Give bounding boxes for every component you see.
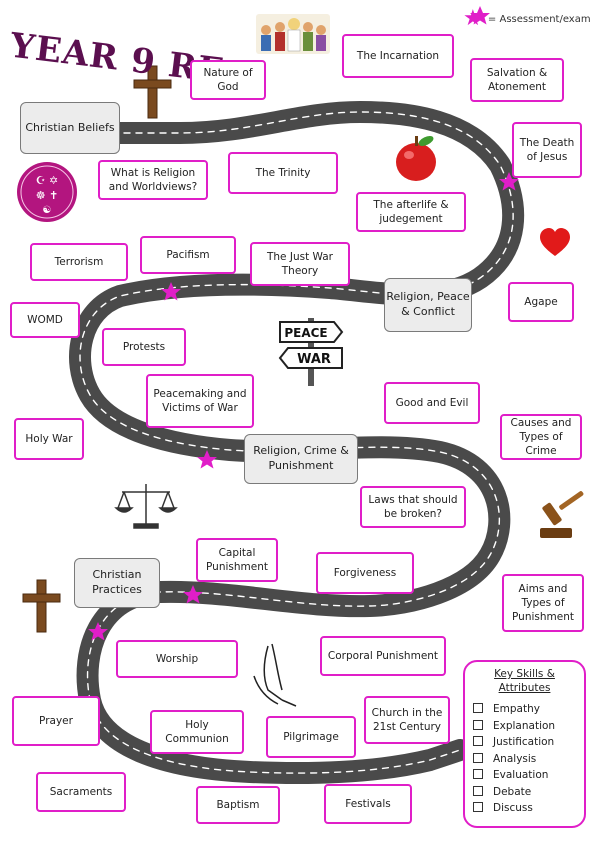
topic-afterlife: The afterlife & judegement <box>356 192 466 232</box>
key-skill-item[interactable]: Discuss <box>473 800 576 817</box>
heart-icon <box>540 228 570 256</box>
topic-baptism: Baptism <box>196 786 280 824</box>
topic-nature-of-god: Nature of God <box>190 60 266 100</box>
section-religion-crime-punishment: Religion, Crime & Punishment <box>244 434 358 484</box>
checkbox-icon[interactable] <box>473 785 483 796</box>
checkbox-icon[interactable] <box>473 703 483 714</box>
topic-agape: Agape <box>508 282 574 322</box>
topic-holy-communion: Holy Communion <box>150 710 244 754</box>
checkbox-icon[interactable] <box>473 769 483 780</box>
topic-death-of-jesus: The Death of Jesus <box>512 122 582 178</box>
checkbox-icon[interactable] <box>473 736 483 747</box>
topic-prayer: Prayer <box>12 696 100 746</box>
key-skill-label: Justification <box>493 736 555 749</box>
star-icon <box>499 172 519 191</box>
star-icon <box>161 282 181 301</box>
signpost-war-text: WAR <box>297 352 331 367</box>
star-icon <box>183 585 203 604</box>
topic-good-evil: Good and Evil <box>384 382 480 424</box>
topic-corporal-punishment: Corporal Punishment <box>320 636 446 676</box>
key-skill-label: Debate <box>493 785 532 798</box>
topic-the-incarnation: The Incarnation <box>342 34 454 78</box>
svg-text:☯: ☯ <box>43 205 52 216</box>
section-religion-peace-conflict: Religion, Peace & Conflict <box>384 278 472 332</box>
key-skill-label: Analysis <box>493 752 537 765</box>
checkbox-icon[interactable] <box>473 802 483 813</box>
star-icon <box>197 450 217 469</box>
legend-star-icon: ★ <box>463 6 483 31</box>
topic-terrorism: Terrorism <box>30 243 128 281</box>
section-christian-practices: Christian Practices <box>74 558 160 608</box>
key-skills-box: Key Skills & Attributes Empathy Explanat… <box>463 660 586 828</box>
key-skill-label: Evaluation <box>493 769 549 782</box>
section-christian-beliefs: Christian Beliefs <box>20 102 120 154</box>
topic-what-is-religion: What is Religion and Worldviews? <box>98 160 208 200</box>
legend-label: = Assessment/exam <box>487 14 591 25</box>
key-skill-item[interactable]: Debate <box>473 784 576 801</box>
key-skill-item[interactable]: Justification <box>473 734 576 751</box>
topic-holy-war: Holy War <box>14 418 84 460</box>
topic-sacraments: Sacraments <box>36 772 126 812</box>
key-skill-label: Empathy <box>493 703 540 716</box>
religious-symbols-icon: ☪ ✡ ☸ ✝ ☯ <box>17 162 77 222</box>
checkbox-icon[interactable] <box>473 752 483 763</box>
topic-pilgrimage: Pilgrimage <box>266 716 356 758</box>
topic-festivals: Festivals <box>324 784 412 824</box>
topic-laws-broken: Laws that should be broken? <box>360 486 466 528</box>
praying-hands-icon <box>253 643 297 707</box>
checkbox-icon[interactable] <box>473 719 483 730</box>
topic-worship: Worship <box>116 640 238 678</box>
topic-forgiveness: Forgiveness <box>316 552 414 594</box>
svg-text:☪ ✡: ☪ ✡ <box>36 174 59 187</box>
key-skill-label: Explanation <box>493 719 556 732</box>
topic-pacifism: Pacifism <box>140 236 236 274</box>
star-icon <box>88 622 108 641</box>
key-skill-item[interactable]: Empathy <box>473 701 576 718</box>
cross-icon <box>22 579 61 633</box>
star-icon <box>470 6 490 25</box>
topic-the-trinity: The Trinity <box>228 152 338 194</box>
key-skill-label: Discuss <box>493 802 533 815</box>
topic-aims-punishment: Aims and Types of Punishment <box>502 574 584 632</box>
apple-icon <box>396 136 436 181</box>
key-skill-item[interactable]: Explanation <box>473 718 576 735</box>
signpost-peace-text: PEACE <box>284 326 327 340</box>
peace-war-signpost-icon: PEACE WAR <box>278 318 344 386</box>
svg-text:☸ ✝: ☸ ✝ <box>36 189 59 202</box>
topic-just-war: The Just War Theory <box>250 242 350 286</box>
key-skills-heading: Key Skills & Attributes <box>494 668 555 694</box>
scales-icon <box>114 484 178 529</box>
key-skills-list: Empathy Explanation Justification Analys… <box>473 701 576 817</box>
topic-causes-crime: Causes and Types of Crime <box>500 414 582 460</box>
topic-womd: WOMD <box>10 302 80 338</box>
angels-icon <box>256 14 330 54</box>
legend: ★ = Assessment/exam <box>463 6 591 31</box>
topic-peacemaking: Peacemaking and Victims of War <box>146 374 254 428</box>
gavel-icon <box>540 491 584 538</box>
key-skill-item[interactable]: Analysis <box>473 751 576 768</box>
topic-church-21st: Church in the 21st Century <box>364 696 450 744</box>
key-skill-item[interactable]: Evaluation <box>473 767 576 784</box>
topic-salvation-atonement: Salvation & Atonement <box>470 58 564 102</box>
topic-capital-punishment: Capital Punishment <box>196 538 278 582</box>
star-markers <box>88 6 519 641</box>
topic-protests: Protests <box>102 328 186 366</box>
cross-icon <box>133 65 172 119</box>
